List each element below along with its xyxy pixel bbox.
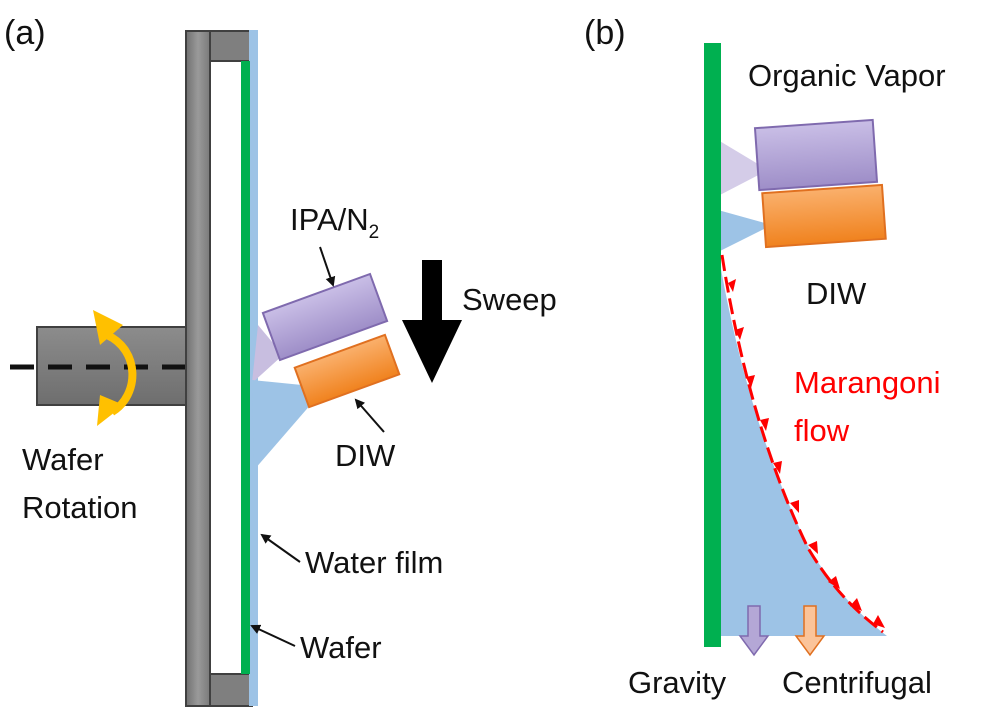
panel-b: (b) Organic Vapor DIW <box>584 14 946 700</box>
vapor-label: Organic Vapor <box>748 58 946 93</box>
curved-double-arrow-icon <box>93 310 137 426</box>
marangoni-arrowheads <box>728 279 885 628</box>
vapor-nozzle <box>753 118 879 192</box>
wafer-label: Wafer <box>300 630 382 665</box>
diw-nozzle-b <box>761 183 887 249</box>
ipa-nozzle <box>261 272 389 362</box>
down-arrow-outline-icon <box>794 605 826 657</box>
water-film <box>249 30 258 706</box>
vapor-spray <box>718 140 768 196</box>
diw-label-a: DIW <box>335 438 396 473</box>
marangoni-label-line2: flow <box>794 413 850 448</box>
wafer-pointer <box>250 624 296 647</box>
wafer <box>241 61 250 674</box>
panel-a-label: (a) <box>4 14 46 52</box>
wafer-holder-outer <box>185 30 211 707</box>
down-arrow-icon <box>402 260 462 383</box>
wafer-b <box>704 43 721 647</box>
panel-b-label: (b) <box>584 14 626 52</box>
down-arrow-outline-icon <box>738 605 770 657</box>
panel-a: (a) IPA/N2 <box>4 14 557 707</box>
rotation-label-line2: Rotation <box>22 490 137 525</box>
water-film-pointer <box>260 533 301 563</box>
ipa-label: IPA/N2 <box>290 202 379 243</box>
water-wedge <box>718 252 887 636</box>
ipa-pointer <box>319 246 336 287</box>
wafer-holder-inner <box>209 60 243 675</box>
marangoni-label-line1: Marangoni <box>794 365 940 400</box>
ipa-label-main: IPA/N <box>290 202 369 237</box>
wafer-holder-top-clamp <box>209 30 253 62</box>
diw-spray <box>252 380 312 470</box>
wafer-holder-bottom-clamp <box>209 673 253 707</box>
ipa-label-subscript: 2 <box>369 222 380 243</box>
gravity-label: Gravity <box>628 665 727 700</box>
ipa-spray <box>252 325 283 383</box>
centrifugal-label: Centrifugal <box>782 665 932 700</box>
diw-nozzle <box>293 333 401 409</box>
water-film-label: Water film <box>305 545 443 580</box>
sweep-label: Sweep <box>462 282 557 317</box>
diw-pointer <box>354 398 385 433</box>
diw-label-b: DIW <box>806 276 867 311</box>
rotation-label-line1: Wafer <box>22 442 104 477</box>
diw-spray-b <box>718 210 772 252</box>
